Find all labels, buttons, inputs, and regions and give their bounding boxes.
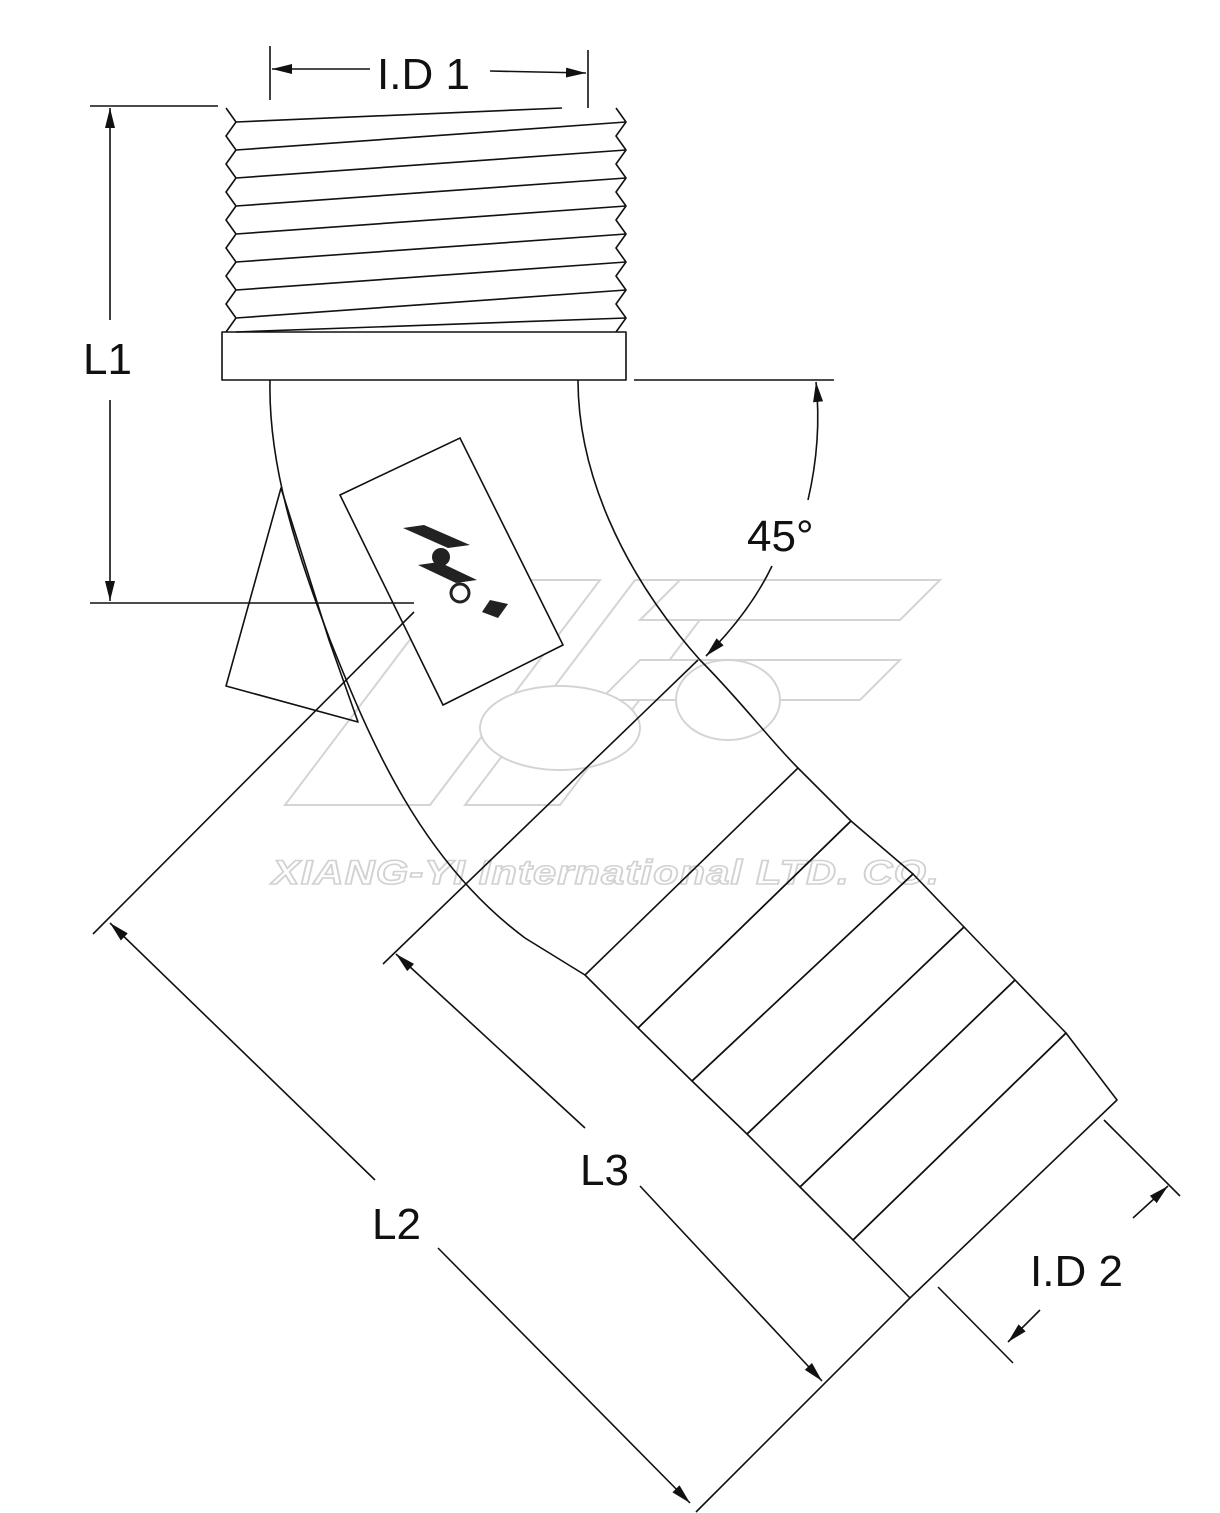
- dimension-id2-label: I.D 2: [1030, 1247, 1123, 1296]
- elbow-outer-wall: [269, 379, 586, 976]
- watermark-logo: [282, 579, 943, 806]
- fitting-body: [221, 107, 1118, 1299]
- thread-section: [225, 107, 627, 333]
- thread-left-profile: [225, 107, 237, 333]
- brand-label: [338, 436, 565, 707]
- dimension-id1-label: I.D 1: [377, 50, 470, 99]
- hex-collar: [221, 331, 627, 381]
- dimension-id1: [269, 46, 589, 108]
- dimension-id2: [937, 1119, 1181, 1364]
- elbow-inner-wall: [577, 379, 799, 769]
- thread-crest-lines: [235, 107, 627, 333]
- dimension-angle: [634, 379, 834, 657]
- dimension-l2: [92, 611, 911, 1513]
- xiang-yi-logo-icon: [403, 525, 508, 618]
- dimension-l2-label: L2: [372, 1200, 421, 1249]
- dimension-l3-label: L3: [580, 1146, 629, 1195]
- dimension-angle-label: 45°: [747, 512, 814, 561]
- hose-barb-section: [584, 767, 1118, 1299]
- dimension-l3: [382, 659, 823, 1382]
- dimension-l1: [90, 105, 414, 604]
- watermark-company-name: XIANG-YI International LTD. CO.: [270, 854, 940, 892]
- dimension-l1-label: L1: [83, 335, 132, 384]
- thread-right-profile: [615, 107, 627, 333]
- hex-side-face: [225, 487, 359, 723]
